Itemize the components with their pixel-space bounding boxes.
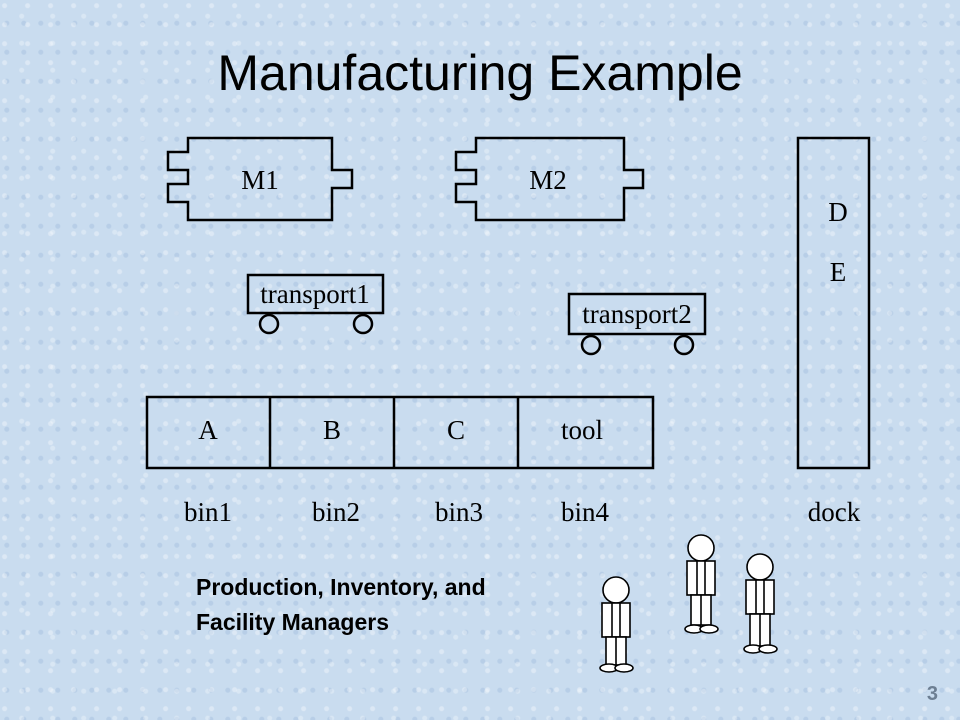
caption-line-2: Facility Managers — [196, 609, 390, 635]
manager-person-icon — [743, 553, 778, 654]
dock-label: dock — [808, 497, 861, 527]
transport1-body — [246, 273, 385, 315]
caption-line-1: Production, Inventory, and — [196, 574, 486, 600]
bin4-content: tool — [561, 415, 603, 445]
transport1-wheel-left — [258, 313, 280, 335]
transport1-label: transport1 — [260, 279, 369, 309]
bin1-label: bin1 — [184, 497, 232, 527]
page-number: 3 — [926, 683, 938, 705]
transport2-wheel-right — [673, 334, 695, 356]
bins-container — [145, 395, 655, 470]
bin2-content: B — [323, 415, 341, 445]
machine-m2-label: M2 — [529, 165, 567, 195]
slide-title: Manufacturing Example — [217, 45, 743, 101]
dock-item-d: D — [828, 197, 848, 227]
bin2-label: bin2 — [312, 497, 360, 527]
manager-person-icon — [684, 534, 719, 634]
machine-m1-shape — [166, 136, 354, 222]
manager-person-icon — [599, 576, 634, 673]
machine-m1-label: M1 — [241, 165, 279, 195]
transport2-wheel-left — [580, 334, 602, 356]
transport2-label: transport2 — [582, 299, 691, 329]
machine-m2-shape — [454, 136, 645, 222]
managers-caption: Production, Inventory, and Facility Mana… — [196, 570, 486, 640]
bin4-label: bin4 — [561, 497, 610, 527]
dock-item-e: E — [830, 257, 847, 287]
dock-shape — [796, 136, 871, 470]
bin3-content: C — [447, 415, 465, 445]
bin1-content: A — [198, 415, 218, 445]
bin3-label: bin3 — [435, 497, 483, 527]
transport1-wheel-right — [352, 313, 374, 335]
transport2-body — [567, 292, 707, 336]
